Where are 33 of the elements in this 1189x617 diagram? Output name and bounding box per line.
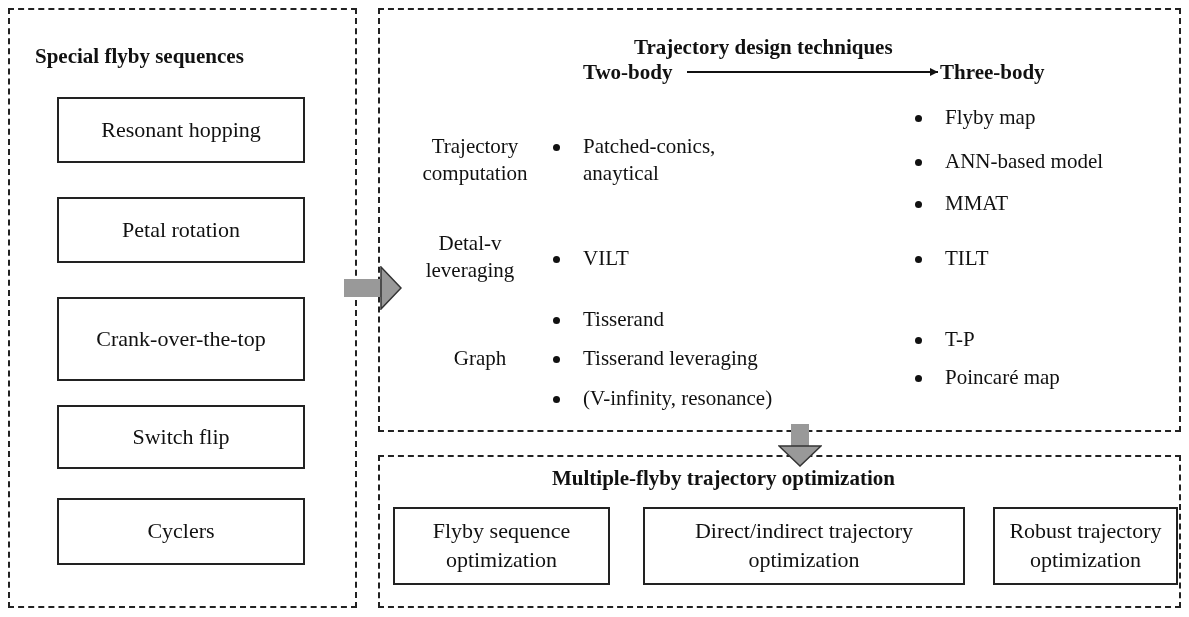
process-box: Resonant hopping <box>57 97 305 163</box>
process-box: Cyclers <box>57 498 305 565</box>
block-arrow <box>778 424 822 467</box>
process-box: Flyby sequence optimization <box>393 507 610 585</box>
process-box: Crank-over-the-top <box>57 297 305 381</box>
bullet-item: Poincaré map <box>945 364 1061 391</box>
bullet-item: ANN-based model <box>945 148 1105 175</box>
bullet-item: Patched-conics, anaytical <box>583 133 717 188</box>
dashed-panel <box>8 8 357 608</box>
bullet-item: Flyby map <box>945 104 1037 131</box>
block-arrow <box>344 266 402 310</box>
process-box: Switch flip <box>57 405 305 469</box>
dashed-panel <box>378 455 1181 608</box>
panel-title: Multiple-flyby trajectory optimization <box>552 466 895 491</box>
bullet-item: T-P <box>945 326 976 353</box>
column-heading: Three-body <box>940 60 1060 86</box>
bullet-item: (V-infinity, resonance) <box>583 385 774 412</box>
bullet-item: Tisserand leveraging <box>583 345 759 372</box>
row-label: Graph <box>452 345 508 372</box>
bullet-item: VILT <box>583 245 630 272</box>
process-box: Direct/indirect trajectory optimization <box>643 507 965 585</box>
column-heading: Two-body <box>583 60 693 86</box>
row-label: Trajectory computation <box>421 133 529 188</box>
bullet-item: MMAT <box>945 190 1009 217</box>
process-box: Petal rotation <box>57 197 305 263</box>
row-label: Detal-v leveraging <box>424 230 516 285</box>
bullet-item: Tisserand <box>583 306 665 333</box>
dashed-panel <box>378 8 1181 432</box>
arrow <box>686 68 939 76</box>
panel-title: Special flyby sequences <box>35 44 244 69</box>
panel-title: Trajectory design techniques <box>634 35 893 60</box>
bullet-item: TILT <box>945 245 990 272</box>
process-box: Robust trajectory optimization <box>993 507 1178 585</box>
